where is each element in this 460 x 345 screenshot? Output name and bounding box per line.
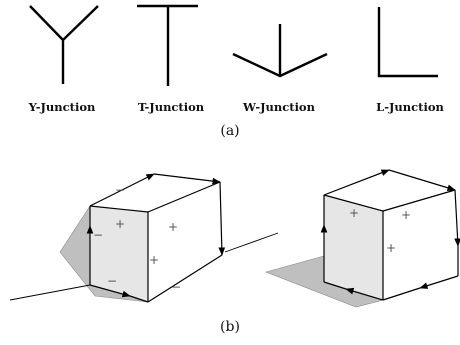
left-cube: + + + − − − −	[9, 173, 279, 303]
left-cube-label-plus-2: +	[168, 220, 178, 234]
w-junction: W-Junction	[232, 24, 328, 114]
caption-b: (b)	[220, 319, 240, 335]
l-junction-label: L-Junction	[376, 100, 444, 114]
right-cube-label-plus-2: +	[401, 208, 411, 222]
left-cube-ground-line-right	[224, 232, 279, 253]
left-cube-label-minus-2: −	[93, 228, 103, 242]
l-junction-lines	[377, 7, 438, 78]
left-cube-label-plus-1: +	[115, 217, 125, 231]
left-cube-label-minus-1: −	[115, 183, 125, 197]
right-cube-edge-bottom-right-end	[382, 287, 421, 301]
right-cube-label-plus-1: +	[349, 206, 359, 220]
left-cube-edge-front-left	[89, 205, 149, 213]
left-cube-ground-line	[9, 284, 91, 301]
right-cube-edge-top-right	[388, 169, 456, 192]
l-junction: L-Junction	[376, 7, 445, 114]
right-cube-left-face	[324, 195, 383, 300]
left-cube-edge-bottom-right	[147, 254, 223, 303]
left-cube-edge-top-back	[89, 173, 155, 207]
w-junction-label: W-Junction	[242, 100, 316, 114]
t-junction-label: T-Junction	[138, 100, 205, 114]
left-cube-label-minus-4: −	[171, 280, 181, 294]
right-cube-edge-front-top	[382, 189, 456, 212]
t-junction-lines	[137, 4, 198, 86]
right-cube-edge-bottom-right	[419, 275, 459, 289]
t-junction: T-Junction	[137, 4, 205, 114]
right-cube: + + +	[265, 169, 460, 308]
y-junction: Y-Junction	[28, 5, 99, 114]
right-cube-edge-bottom-left	[345, 287, 384, 301]
left-cube-edge-bottom-left	[89, 284, 131, 298]
left-cube-edge-front-top	[147, 181, 221, 213]
right-cube-edge-bottom-left-end	[323, 281, 347, 290]
right-cube-edge-top-back	[323, 169, 390, 196]
right-cube-edge-front-left	[323, 194, 384, 212]
left-cube-edge-right-vertical	[218, 181, 226, 256]
left-cube-left-face	[90, 206, 148, 302]
left-cube-edge-top-right	[153, 173, 221, 185]
caption-a: (a)	[220, 123, 239, 139]
right-cube-label-plus-3: +	[386, 241, 396, 255]
left-cube-label-minus-3: −	[107, 274, 117, 288]
right-cube-edge-right-vertical	[454, 189, 460, 247]
y-junction-label: Y-Junction	[28, 100, 96, 114]
left-cube-edge-bottom-left-end	[129, 295, 149, 303]
left-cube-label-plus-3: +	[149, 253, 159, 267]
y-junction-lines	[29, 5, 99, 84]
w-junction-lines	[232, 24, 328, 78]
